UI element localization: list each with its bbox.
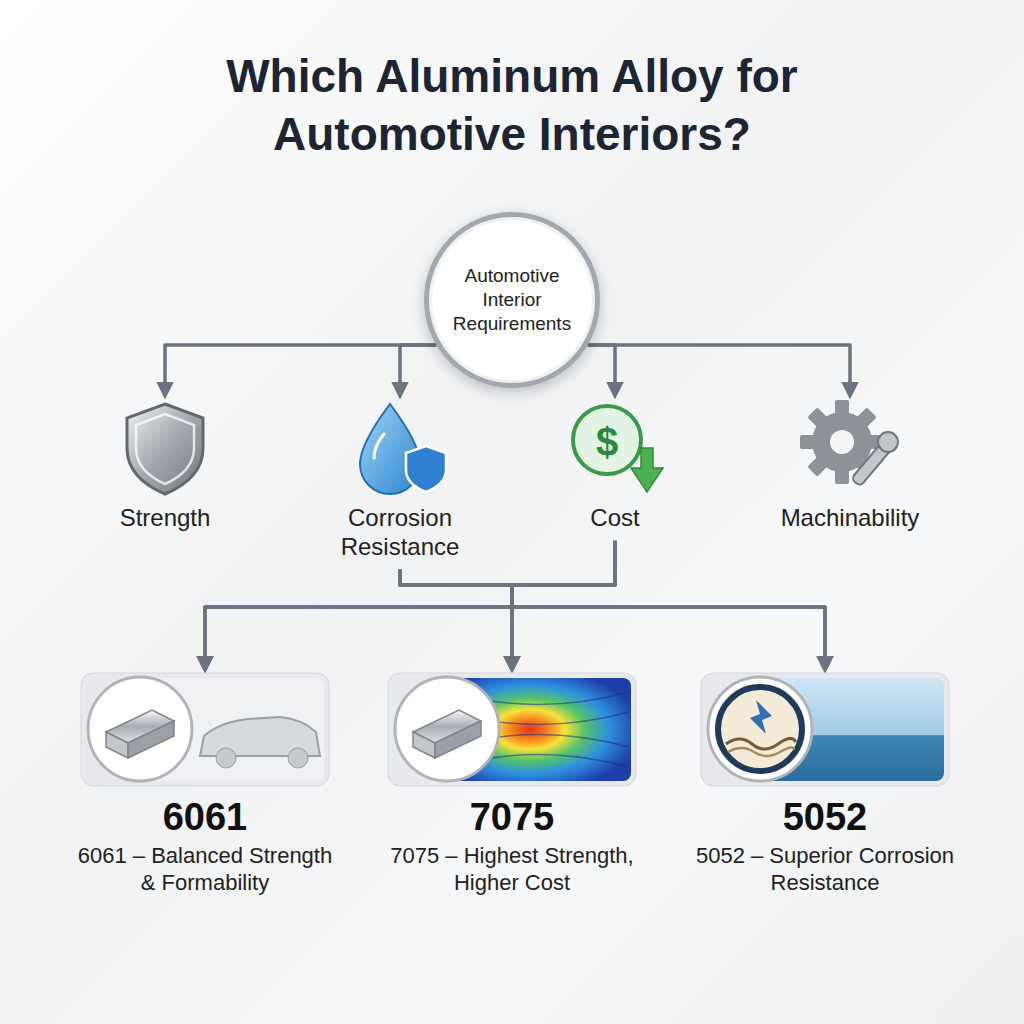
alloy-description: 5052 – Superior Corrosion Resistance [694, 843, 956, 897]
alloy-number: 5052 [694, 797, 956, 839]
node-label: Automotive Interior Requirements [445, 264, 579, 335]
connector-arrow [588, 345, 615, 396]
connector-arrow [512, 541, 825, 670]
connector-arrow [400, 345, 436, 396]
diagram-title: Which Aluminum Alloy for Automotive Inte… [102, 48, 922, 163]
small-shield-icon [406, 446, 446, 492]
alloy-number: 7075 [381, 797, 643, 839]
emblem-drop [750, 700, 772, 734]
alloy-card: 70757075 – Highest Strength, Higher Cost [381, 672, 643, 896]
alloy-illustration [387, 672, 637, 787]
criterion-icon [800, 398, 900, 498]
metal-bar-side [435, 721, 481, 758]
alloy-illustration [80, 672, 330, 787]
connector-group [165, 345, 850, 670]
wrench-head [878, 432, 898, 452]
node-label: Cost [519, 504, 711, 533]
alloy-description: 7075 – Highest Strength, Higher Cost [381, 843, 643, 897]
criterion-icon [350, 398, 450, 498]
shield-icon [127, 404, 203, 494]
alloy-description: 6061 – Balanced Strength & Formability [74, 843, 336, 897]
alloy-card: 60616061 – Balanced Strength & Formabili… [74, 672, 336, 896]
node-label: Machinability [754, 504, 946, 533]
metal-bar-end [106, 732, 128, 758]
card-background [388, 673, 636, 786]
criterion-node: Corrosion Resistance [300, 398, 500, 566]
shield-highlight [136, 414, 194, 484]
emblem-ring [718, 687, 802, 771]
criterion-node: Cost [515, 398, 715, 537]
node-label: Corrosion Resistance [304, 504, 496, 562]
requirements-circle: Automotive Interior Requirements [424, 212, 600, 388]
card-background [81, 673, 329, 786]
down-arrow-icon [631, 448, 663, 492]
sample-circle [88, 677, 192, 781]
card-background [701, 673, 949, 786]
currency-symbol: $ [596, 422, 618, 462]
metal-bar-side [128, 721, 174, 758]
criterion-node: Machinability [750, 398, 950, 537]
alloy-card: 50525052 – Superior Corrosion Resistance [694, 672, 956, 896]
sample-circle [708, 677, 812, 781]
alloy-number: 6061 [74, 797, 336, 839]
connector-arrow [588, 345, 850, 396]
alloy-illustration [700, 672, 950, 787]
criterion-node: Strength [65, 398, 265, 537]
connector-arrow [165, 345, 436, 396]
drop-highlight [374, 434, 384, 458]
metal-bar-end [413, 732, 435, 758]
sample-circle [395, 677, 499, 781]
emblem-wave [728, 747, 794, 756]
criterion-icon [115, 398, 215, 498]
node-label: Strength [69, 504, 261, 533]
coin-icon [573, 406, 641, 474]
